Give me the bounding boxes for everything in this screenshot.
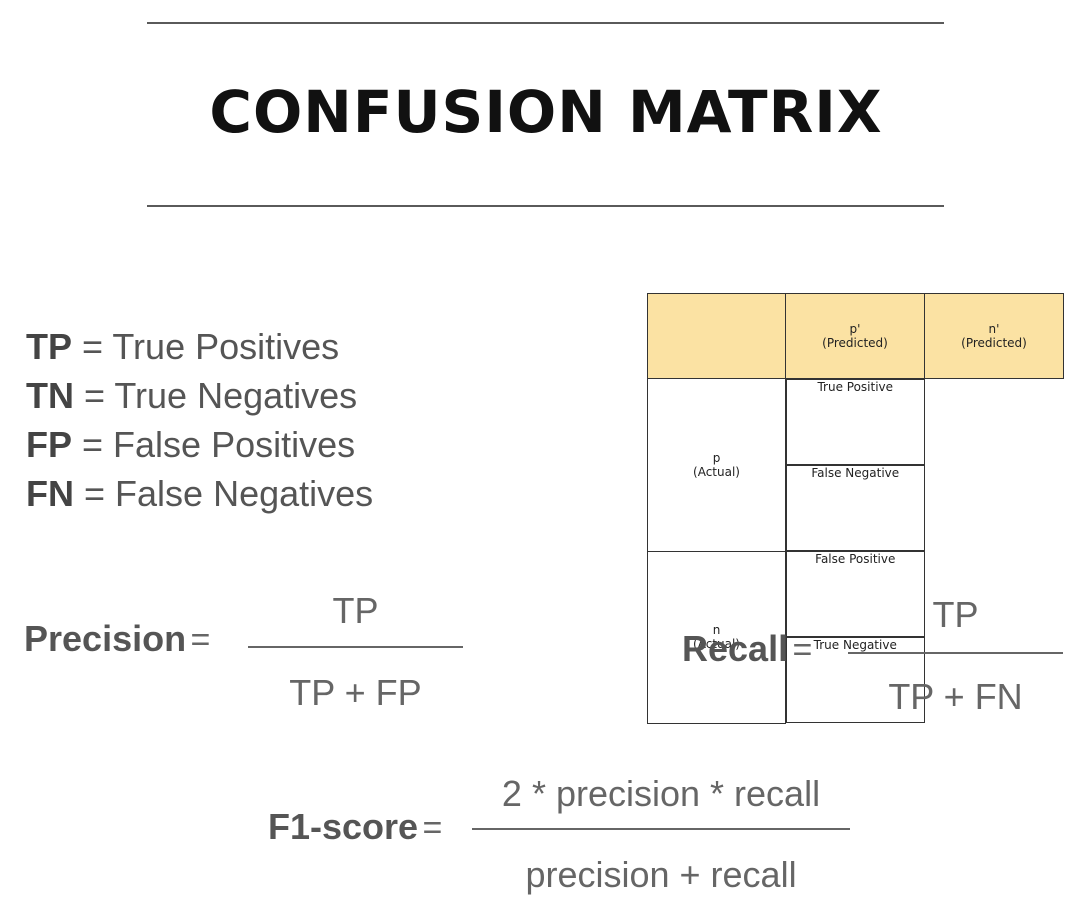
legend-sep: =	[74, 473, 116, 514]
matrix-cell-tn: True Negative	[786, 637, 925, 723]
precision-fraction-bar	[248, 646, 463, 648]
matrix-corner-cell	[647, 293, 786, 379]
f1-equals: =	[422, 809, 443, 847]
col-symbol: p'	[849, 322, 861, 336]
legend-item-fp: FP = False Positives	[26, 420, 373, 469]
f1-label: F1-score	[268, 806, 419, 847]
recall-equals: =	[792, 631, 813, 669]
f1-numerator: 2 * precision * recall	[501, 773, 821, 814]
row-label: (Actual)	[693, 464, 740, 479]
legend-text: True Negatives	[114, 375, 358, 416]
matrix-row: p (Actual) True Positive False Negative	[647, 378, 1064, 552]
f1-denominator: precision + recall	[525, 854, 797, 895]
row-symbol: p	[712, 450, 721, 465]
f1-fraction-bar	[472, 828, 850, 830]
title-divider	[147, 205, 944, 207]
matrix-header-row: p' (Predicted) n' (Predicted)	[647, 293, 1064, 379]
legend-item-tn: TN = True Negatives	[26, 371, 373, 420]
confusion-matrix-table: p' (Predicted) n' (Predicted) p (Actual)…	[647, 293, 1064, 724]
page-title: CONFUSION MATRIX	[209, 78, 883, 146]
legend-abbr: TP	[26, 326, 73, 367]
col-label: (Predicted)	[822, 336, 888, 350]
matrix-row-header: n (Actual)	[647, 550, 786, 724]
matrix-col-header: p' (Predicted)	[785, 293, 925, 379]
row-label: (Actual)	[693, 637, 740, 651]
recall-label: Recall	[682, 628, 789, 669]
legend-sep: =	[74, 375, 115, 416]
matrix-cell-fn: False Negative	[786, 465, 925, 551]
legend-text: False Negatives	[115, 473, 374, 514]
legend-sep: =	[72, 326, 113, 367]
legend-abbr: FN	[26, 473, 74, 514]
legend-abbr: FP	[26, 424, 73, 465]
matrix-row-header: p (Actual)	[647, 378, 786, 552]
row-symbol: n	[712, 623, 721, 637]
legend-abbr: TN	[26, 375, 74, 416]
matrix-row: n (Actual) False Positive True Negative	[647, 550, 1064, 724]
recall-numerator: TP	[932, 594, 979, 635]
precision-equals: =	[190, 621, 211, 659]
abbreviation-legend: TP = True Positives TN = True Negatives …	[26, 322, 373, 518]
legend-item-fn: FN = False Negatives	[26, 469, 373, 518]
legend-text: True Positives	[112, 326, 340, 367]
legend-sep: =	[72, 424, 114, 465]
legend-text: False Positives	[113, 424, 356, 465]
top-divider	[147, 22, 944, 24]
precision-numerator: TP	[332, 590, 379, 631]
col-label: (Predicted)	[961, 336, 1027, 350]
col-symbol: n'	[988, 322, 1000, 336]
matrix-cell-fp: False Positive	[786, 551, 925, 637]
matrix-col-header: n' (Predicted)	[924, 293, 1064, 379]
recall-fraction-bar	[848, 652, 1063, 654]
recall-denominator: TP + FN	[888, 676, 1023, 717]
precision-label: Precision	[24, 618, 187, 659]
legend-item-tp: TP = True Positives	[26, 322, 373, 371]
matrix-cell-tp: True Positive	[786, 379, 925, 465]
precision-denominator: TP + FP	[289, 672, 422, 713]
